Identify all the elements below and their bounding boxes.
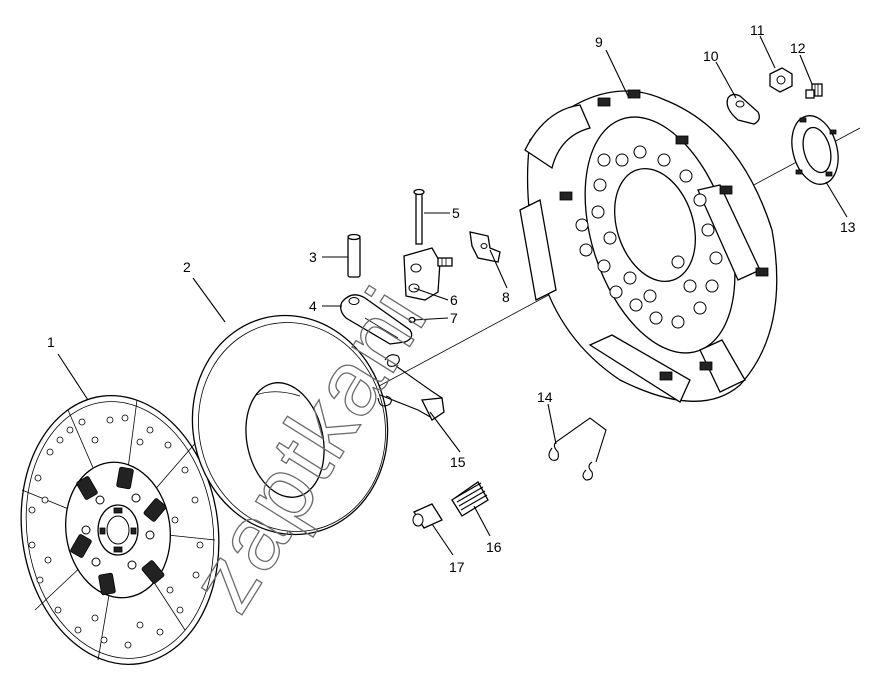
callout-label: 11 xyxy=(750,22,765,38)
callout-label: 15 xyxy=(450,454,466,470)
pin-part-3 xyxy=(347,233,361,278)
nut-part-11 xyxy=(769,67,793,93)
lock-plate-part-10 xyxy=(726,93,760,125)
coil-spring-part-16 xyxy=(451,481,489,517)
callout-label: 6 xyxy=(450,292,458,308)
callout-label: 10 xyxy=(703,48,719,64)
screw-part-12 xyxy=(805,83,823,99)
callout-label: 7 xyxy=(450,310,458,326)
bolt-part-5 xyxy=(413,188,425,245)
release-lever-part xyxy=(340,294,413,345)
bushing-part-17 xyxy=(412,503,443,529)
return-spring-part-14 xyxy=(548,417,607,481)
adjusting-plate-part-8 xyxy=(469,231,501,263)
retaining-ring-part-13 xyxy=(791,115,839,185)
callout-labels: 1 2 3 4 5 6 7 8 9 10 11 12 13 14 15 16 1… xyxy=(47,22,856,575)
callout-label: 5 xyxy=(452,205,460,221)
callout-label: 13 xyxy=(840,219,856,235)
callout-label: 17 xyxy=(449,559,465,575)
callout-label: 16 xyxy=(486,539,502,555)
callout-label: 9 xyxy=(595,34,603,50)
eyebolt-part-6 xyxy=(403,247,453,301)
callout-label: 12 xyxy=(790,40,806,56)
pressure-plate-part xyxy=(191,314,389,536)
callout-label: 14 xyxy=(537,389,553,405)
callout-label: 1 xyxy=(47,334,55,350)
driven-disc-part xyxy=(20,394,220,666)
spring-bracket-part-15 xyxy=(377,354,445,421)
callout-label: 2 xyxy=(183,259,191,275)
callout-label: 8 xyxy=(502,289,510,305)
clutch-cover-part xyxy=(519,89,778,403)
callout-label: 4 xyxy=(309,298,317,314)
callout-label: 3 xyxy=(309,249,317,265)
leader-lines xyxy=(57,35,848,556)
